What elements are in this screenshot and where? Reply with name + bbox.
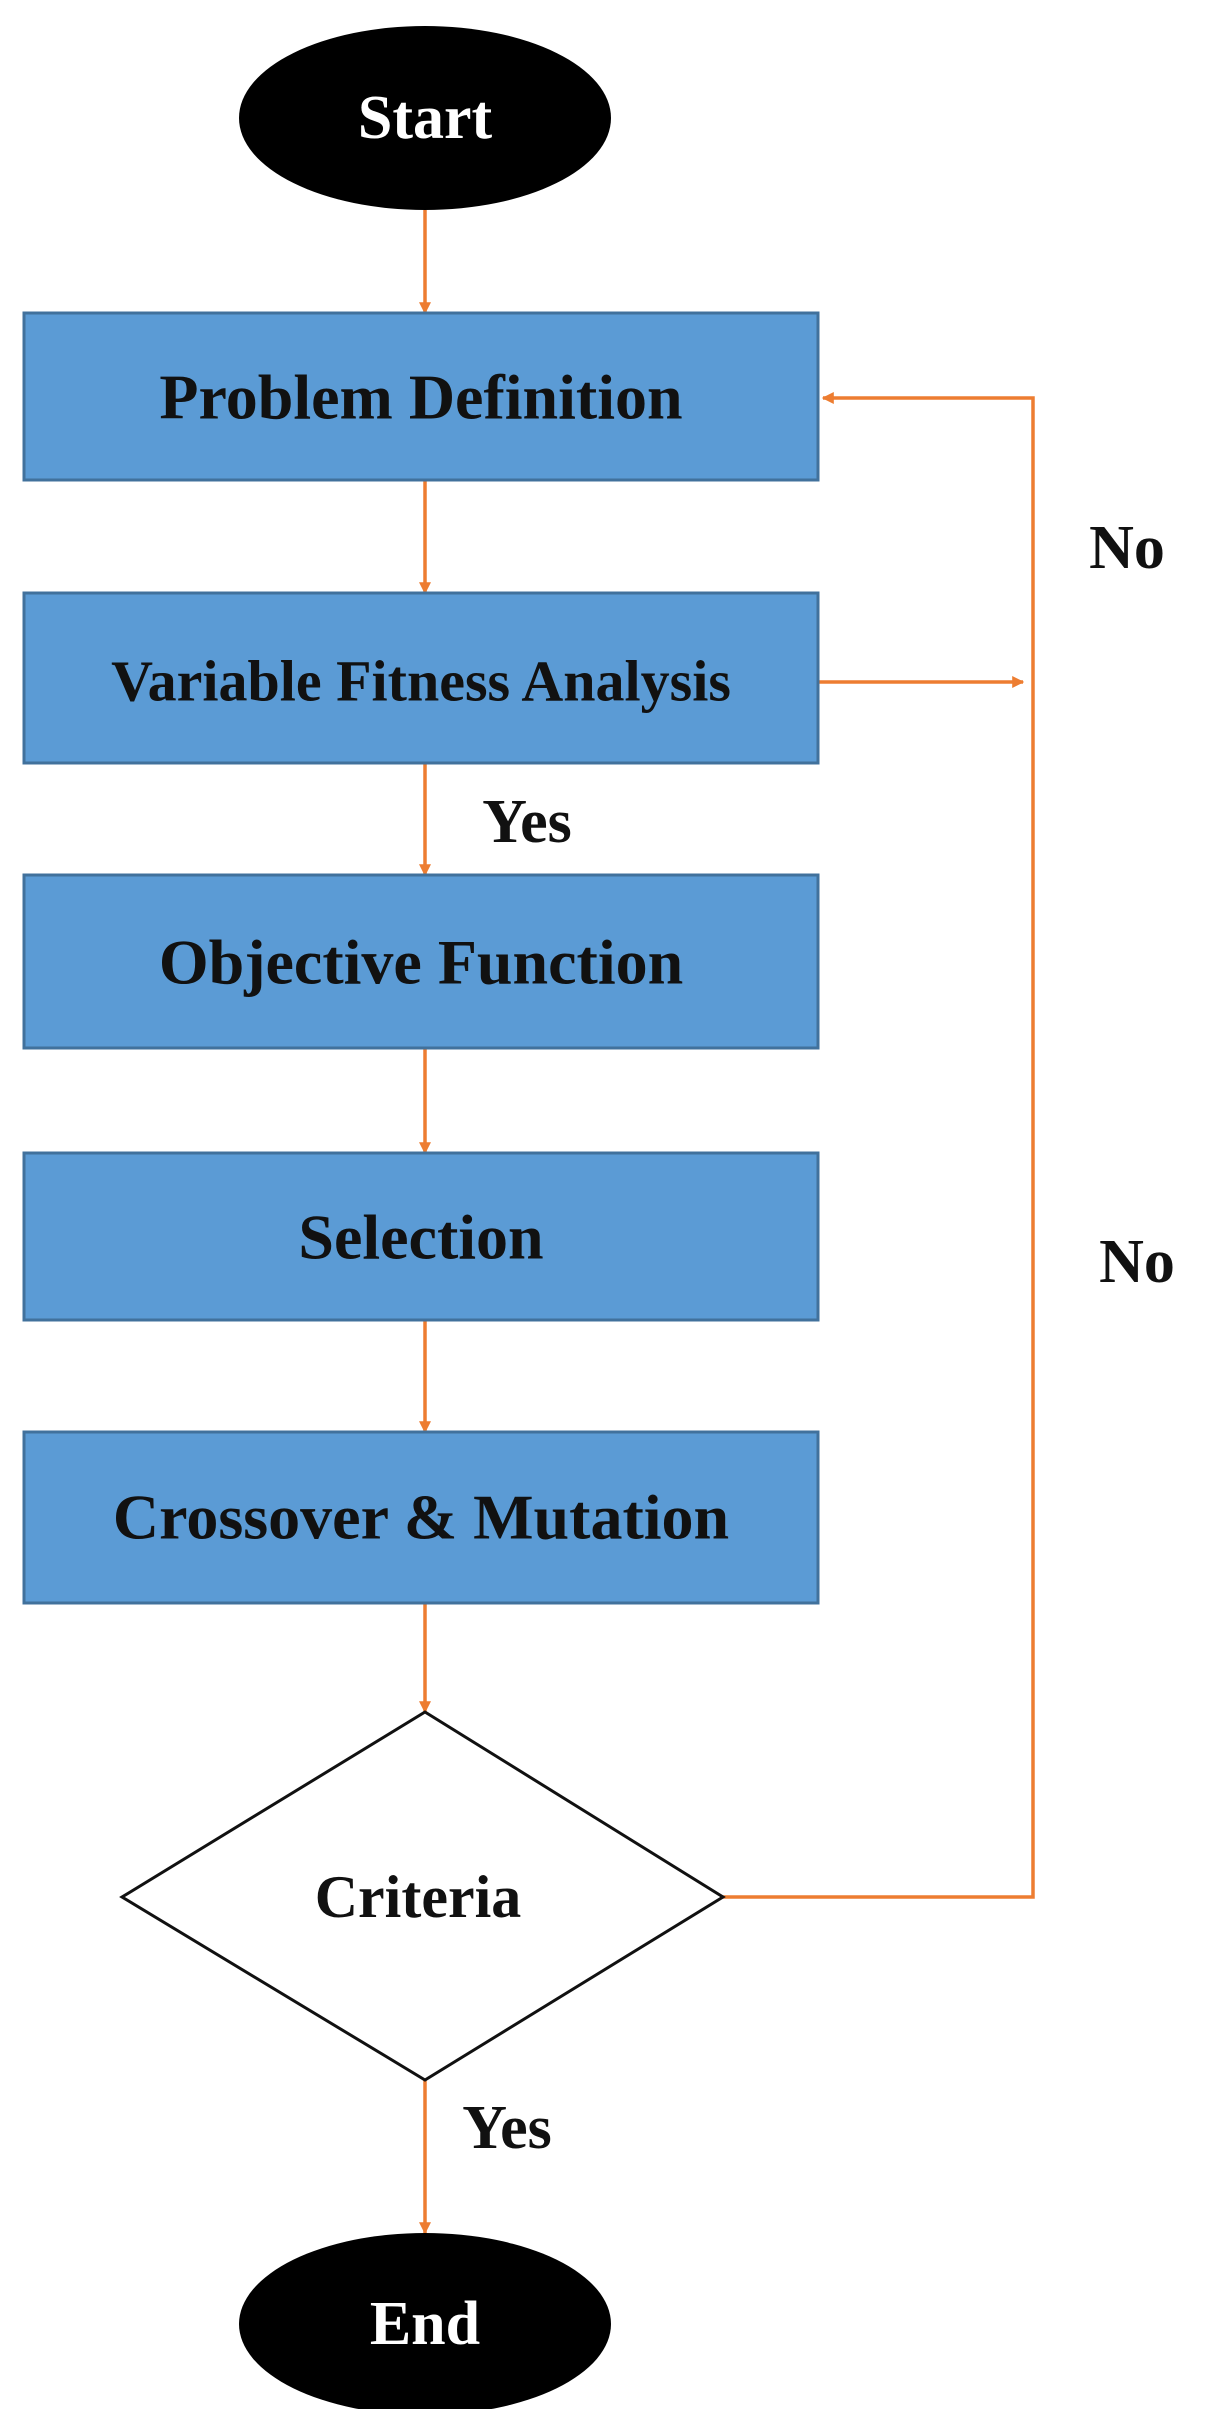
- variable-fitness-label: Variable Fitness Analysis: [111, 649, 731, 714]
- edge-label-yes-criteria: Yes: [462, 2094, 552, 2162]
- edge-label-no-bottom: No: [1099, 1228, 1175, 1296]
- arrow-criteria-loop-back: [723, 392, 1035, 1899]
- problem-definition-label: Problem Definition: [159, 362, 682, 433]
- crossover-mutation-label: Crossover & Mutation: [113, 1482, 729, 1553]
- edge-label-yes-fitness: Yes: [482, 788, 572, 856]
- start-terminal: [239, 26, 611, 210]
- objective-function-label: Objective Function: [159, 927, 683, 998]
- selection-box: [22, 1151, 820, 1322]
- end-terminal: [239, 2233, 611, 2409]
- selection-label: Selection: [298, 1202, 543, 1273]
- edge-label-no-top: No: [1089, 514, 1165, 582]
- objective-function-box: [22, 873, 820, 1050]
- start-label: Start: [358, 84, 493, 152]
- connectors: [419, 210, 1035, 2235]
- crossover-mutation-box: [22, 1430, 820, 1605]
- variable-fitness-box: [22, 591, 820, 765]
- end-label: End: [370, 2290, 480, 2358]
- problem-definition-box: [22, 311, 820, 482]
- criteria-label: Criteria: [315, 1864, 522, 1930]
- criteria-decision: [119, 1710, 726, 2082]
